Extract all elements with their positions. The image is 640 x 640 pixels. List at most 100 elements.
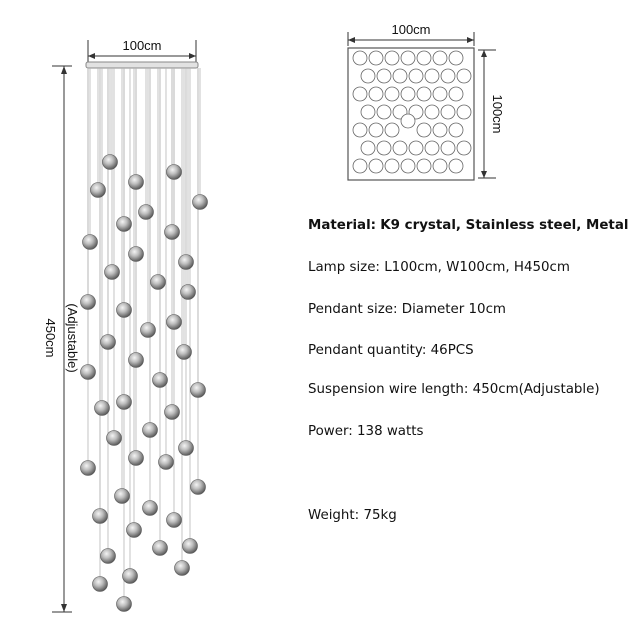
crystal-pendant: [128, 450, 144, 466]
top-view-pendant: [360, 104, 376, 120]
top-view-pendant: [416, 158, 432, 174]
spec-pendant-quantity: Pendant quantity: 46PCS: [308, 343, 474, 358]
crystal-pendant: [142, 500, 158, 516]
side-width-label: 100cm: [122, 38, 161, 53]
crystal-pendant: [176, 344, 192, 360]
spec-value: Diameter 10cm: [401, 302, 506, 317]
top-view-pendant: [352, 158, 368, 174]
spec-label: Lamp size:: [308, 260, 380, 275]
top-view-pendant: [400, 86, 416, 102]
top-view-pendant: [400, 158, 416, 174]
spec-power: Power: 138 watts: [308, 424, 423, 439]
crystal-pendant: [128, 352, 144, 368]
top-view-pendant: [424, 104, 440, 120]
crystal-pendant: [92, 576, 108, 592]
top-view-pendant: [368, 122, 384, 138]
top-view-pendant: [440, 68, 456, 84]
top-depth-dimension: 100cm: [478, 49, 505, 179]
top-view-pendant: [368, 50, 384, 66]
top-view-pendant: [376, 140, 392, 156]
crystal-pendant: [158, 454, 174, 470]
top-view-pendant: [424, 68, 440, 84]
crystal-pendant: [100, 334, 116, 350]
spec-label: Weight:: [308, 508, 360, 523]
top-view-pendant: [360, 140, 376, 156]
crystal-pendant: [80, 364, 96, 380]
top-view-pendant: [400, 50, 416, 66]
height-dimension: 450cm (Adjustable): [43, 65, 80, 613]
spec-label: Pendant size:: [308, 302, 398, 317]
spec-value: 46PCS: [430, 343, 474, 358]
top-width-label: 100cm: [391, 22, 430, 37]
crystal-pendant: [166, 314, 182, 330]
top-view-pendant: [440, 104, 456, 120]
top-view-pendant: [360, 68, 376, 84]
top-view-pendant: [448, 86, 464, 102]
crystal-pendant: [164, 404, 180, 420]
crystal-pendant: [116, 394, 132, 410]
top-view-pendant: [432, 122, 448, 138]
crystal-pendant: [80, 460, 96, 476]
top-view-pendant: [368, 86, 384, 102]
top-view-pendant: [448, 158, 464, 174]
spec-label: Suspension wire length:: [308, 382, 469, 397]
crystal-pendant: [82, 234, 98, 250]
crystal-pendant: [174, 560, 190, 576]
crystal-pendant: [128, 174, 144, 190]
spec-value: 75kg: [363, 508, 397, 523]
top-view-pendants: [352, 50, 472, 174]
height-label: 450cm: [43, 318, 58, 357]
top-view-pendant: [416, 50, 432, 66]
spec-label: Pendant quantity:: [308, 343, 427, 358]
crystal-pendant: [80, 294, 96, 310]
crystal-pendant: [90, 182, 106, 198]
crystal-pendant: [140, 322, 156, 338]
top-view-pendant: [352, 50, 368, 66]
crystal-pendant: [122, 568, 138, 584]
crystal-pendant: [106, 430, 122, 446]
top-view-pendant: [440, 140, 456, 156]
spec-label: Material:: [308, 218, 377, 233]
suspension-wires: [87, 68, 201, 597]
crystal-pendant: [178, 254, 194, 270]
top-view-pendant: [456, 140, 472, 156]
top-view-pendant: [392, 68, 408, 84]
spec-wire-length: Suspension wire length: 450cm(Adjustable…: [308, 382, 600, 397]
crystal-pendant: [182, 538, 198, 554]
crystal-pendant: [128, 246, 144, 262]
spec-lamp-size: Lamp size: L100cm, W100cm, H450cm: [308, 260, 570, 275]
top-view-pendant: [376, 104, 392, 120]
crystal-pendant: [190, 382, 206, 398]
top-view-pendant: [448, 122, 464, 138]
crystal-pendant: [100, 548, 116, 564]
crystal-pendant: [190, 479, 206, 495]
top-view-pendant: [384, 50, 400, 66]
top-view-pendant: [384, 86, 400, 102]
top-depth-label: 100cm: [490, 94, 505, 133]
spec-material: Material: K9 crystal, Stainless steel, M…: [308, 218, 628, 233]
top-view-pendant: [352, 86, 368, 102]
top-view-pendant: [408, 68, 424, 84]
top-view-pendant: [368, 158, 384, 174]
top-view-pendant: [392, 140, 408, 156]
crystal-pendant: [152, 372, 168, 388]
spec-value: K9 crystal, Stainless steel, Metal: [380, 218, 629, 233]
crystal-pendant: [152, 540, 168, 556]
crystal-pendant: [126, 522, 142, 538]
crystal-pendant: [114, 488, 130, 504]
crystal-pendant: [180, 284, 196, 300]
top-view-pendant: [384, 158, 400, 174]
top-view-pendant: [416, 122, 432, 138]
crystal-pendant: [116, 216, 132, 232]
spec-value: L100cm, W100cm, H450cm: [384, 260, 570, 275]
crystal-pendant: [192, 194, 208, 210]
top-view-pendant: [432, 50, 448, 66]
crystal-pendant: [94, 400, 110, 416]
crystal-pendant: [102, 154, 118, 170]
crystal-pendant: [92, 508, 108, 524]
top-view-pendant: [448, 50, 464, 66]
crystal-pendant: [138, 204, 154, 220]
spec-weight: Weight: 75kg: [308, 508, 397, 523]
crystal-pendant: [104, 264, 120, 280]
